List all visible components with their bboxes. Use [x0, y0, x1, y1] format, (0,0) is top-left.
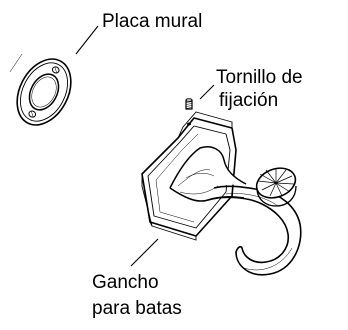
robe-hook-label-line2: para batas	[92, 298, 182, 319]
wall-plate-leader	[75, 25, 99, 55]
set-screw-label-line1: Tornillo de	[216, 67, 303, 88]
set-screw-label-line2: fijación	[219, 90, 278, 111]
wall-plate-label: Placa mural	[102, 11, 202, 32]
set-screw-illustration	[185, 98, 193, 110]
wall-plate-illustration	[9, 53, 72, 126]
set-screw-leader	[199, 84, 215, 100]
robe-hook-illustration	[141, 111, 302, 276]
robe-hook-label-line1: Gancho	[92, 272, 159, 293]
robe-hook-leader	[130, 238, 159, 267]
